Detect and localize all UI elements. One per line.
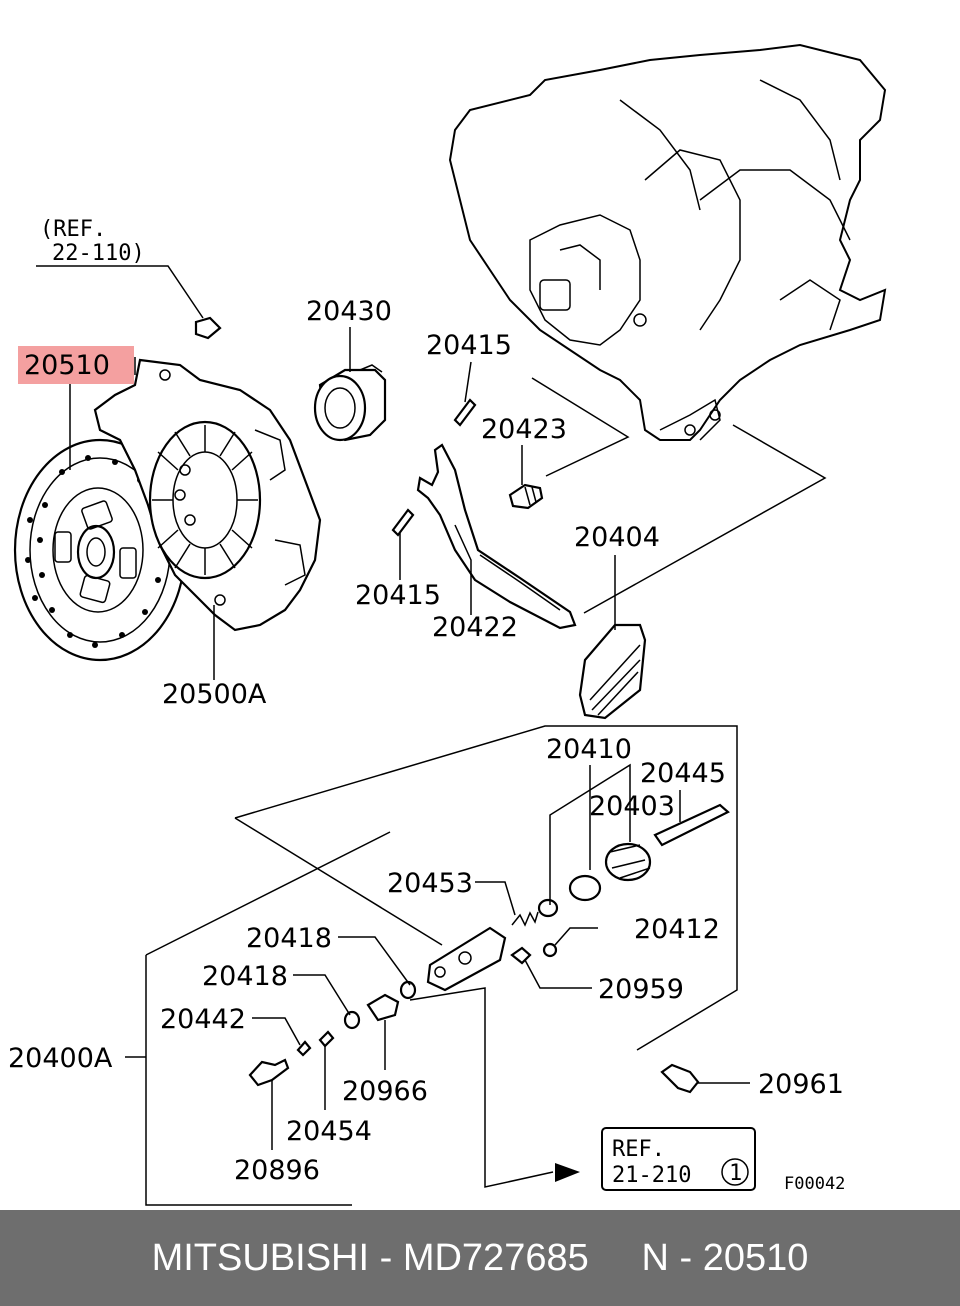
label-20454[interactable]: 20454 [286, 1116, 372, 1147]
label-20442[interactable]: 20442 [160, 1004, 246, 1035]
ref-box-circle-number: 1 [729, 1161, 742, 1186]
release-bearing [313, 364, 387, 442]
release-fork [416, 443, 577, 630]
pressure-plate [93, 358, 322, 632]
figure-code: F00042 [784, 1174, 845, 1194]
label-20422[interactable]: 20422 [432, 612, 518, 643]
highlight-20510 [18, 346, 134, 384]
label-20453[interactable]: 20453 [387, 868, 473, 899]
cylinder-body [426, 926, 507, 992]
label-20404[interactable]: 20404 [574, 522, 660, 553]
cap-20412 [542, 942, 558, 958]
dust-boot [578, 623, 647, 720]
pivot-stud [508, 483, 544, 510]
arrow-head [555, 1163, 580, 1182]
footer-text: MITSUBISHI - MD727685 N - 20510 [151, 1236, 809, 1279]
leader-line [583, 424, 827, 614]
transmission-housing [448, 43, 887, 441]
label-20959[interactable]: 20959 [598, 974, 684, 1005]
bolt-20896 [248, 1058, 290, 1087]
leader-line [234, 725, 738, 1051]
label-20412[interactable]: 20412 [634, 914, 720, 945]
spring-clip-lower [391, 508, 415, 537]
label-20418-lower[interactable]: 20418 [202, 961, 288, 992]
parts-diagram: (REF. 22-110) 20510 20430 20415 20423 20… [8, 43, 887, 1206]
gasket-20418b [343, 1010, 361, 1030]
ref-top-line1: (REF. [40, 217, 106, 242]
gasket-20418a [399, 980, 417, 1000]
label-20510[interactable]: 20510 [24, 350, 110, 381]
footer-bar: MITSUBISHI - MD727685 N - 20510 [0, 1210, 960, 1306]
leader-line [145, 955, 352, 1206]
leader-line [145, 831, 391, 956]
label-20418-upper[interactable]: 20418 [246, 923, 332, 954]
label-20415-upper[interactable]: 20415 [426, 330, 512, 361]
label-20445[interactable]: 20445 [640, 758, 726, 789]
piston-20410 [537, 874, 602, 918]
label-20500A[interactable]: 20500A [162, 679, 267, 710]
ref-box-line2: 21-210 [612, 1163, 691, 1188]
ref-box-line1: REF. [612, 1137, 665, 1162]
nut-20442 [296, 1040, 312, 1057]
label-20403[interactable]: 20403 [589, 791, 675, 822]
spring-20453 [511, 911, 539, 927]
ref-box [601, 1127, 756, 1191]
bleeder-20454 [318, 1030, 335, 1048]
ref-top-line2: 22-110) [52, 241, 145, 266]
label-20415-lower[interactable]: 20415 [355, 580, 441, 611]
union-bolt-20966 [366, 993, 400, 1022]
label-20966[interactable]: 20966 [342, 1076, 428, 1107]
label-20410[interactable]: 20410 [546, 734, 632, 765]
bolt-20961 [660, 1063, 700, 1094]
leader-line [234, 817, 443, 946]
label-20896[interactable]: 20896 [234, 1155, 320, 1186]
label-20423[interactable]: 20423 [481, 414, 567, 445]
boot-20403 [604, 842, 652, 882]
ref-circle [721, 1158, 749, 1186]
spring-clip-upper [453, 398, 477, 427]
leader-line [531, 377, 630, 477]
label-20400A[interactable]: 20400A [8, 1043, 113, 1074]
label-20430[interactable]: 20430 [306, 296, 392, 327]
bleeder-20959 [510, 946, 532, 965]
push-rod [653, 803, 730, 847]
label-20961[interactable]: 20961 [758, 1069, 844, 1100]
